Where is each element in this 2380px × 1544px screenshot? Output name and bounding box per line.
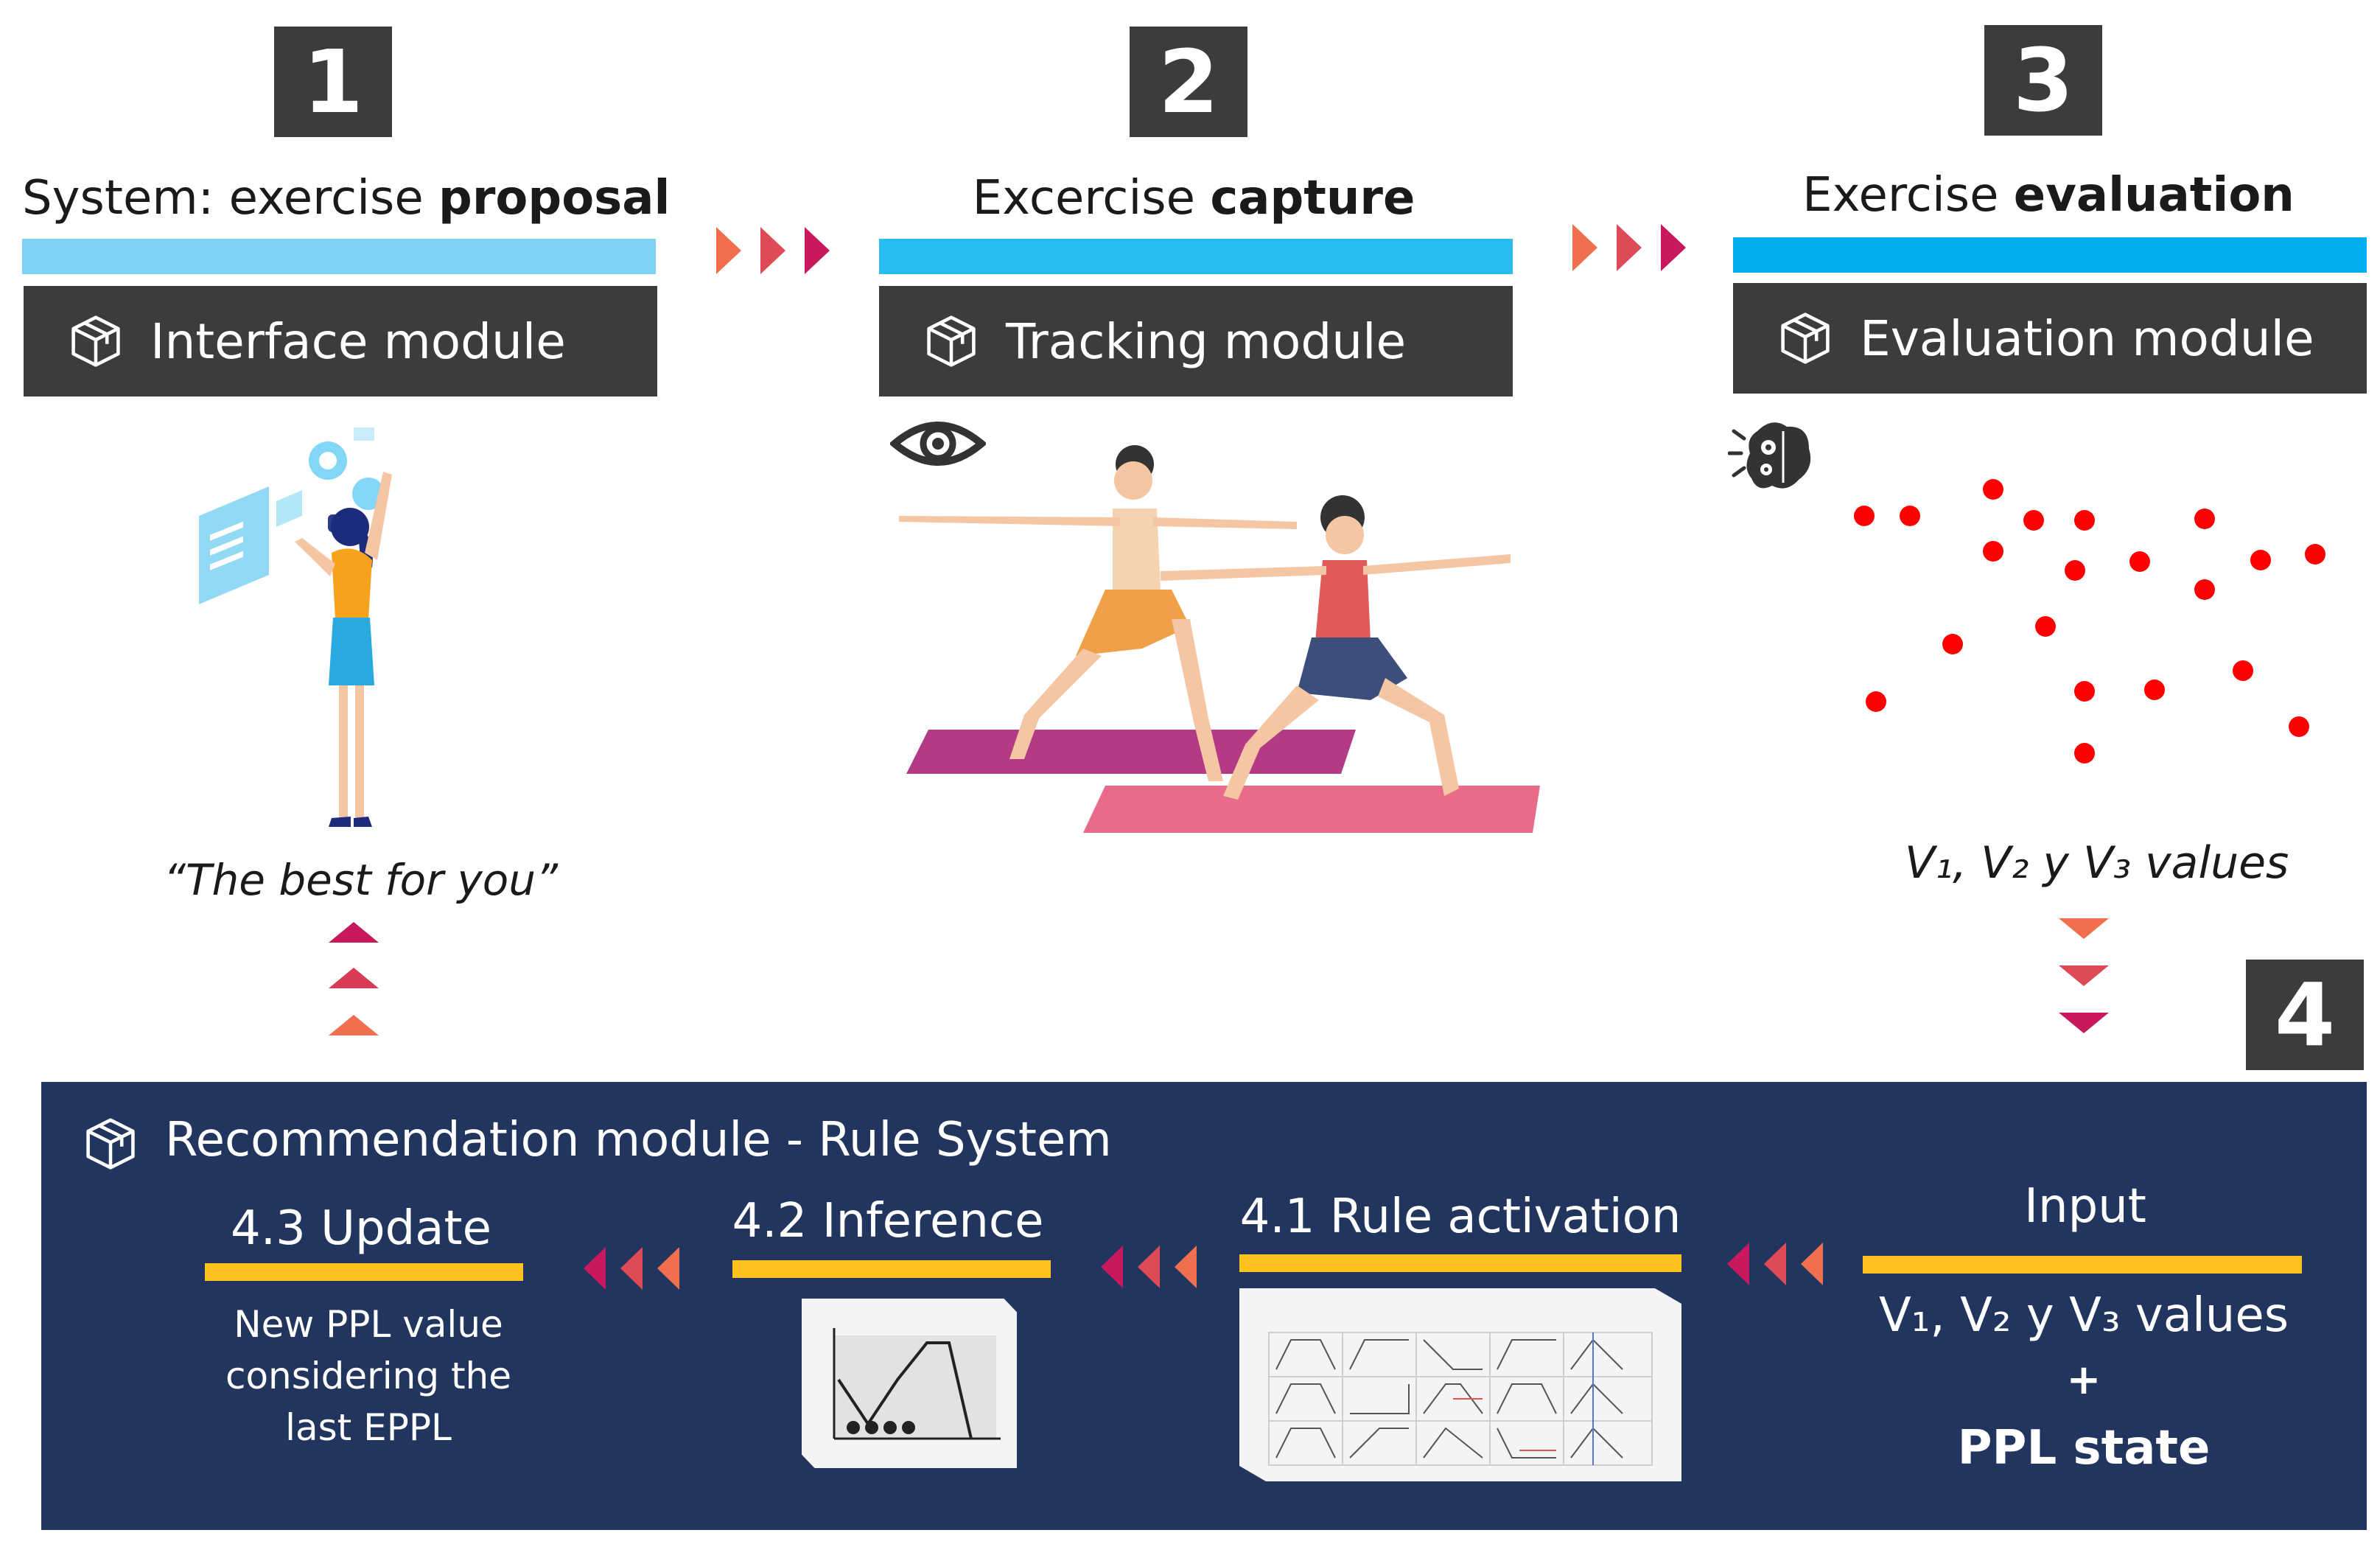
chevron-right-icon bbox=[805, 227, 830, 274]
chevron-up-icon bbox=[329, 1015, 379, 1035]
chevrons-activation-to-inference bbox=[1101, 1246, 1197, 1288]
chevron-left-icon bbox=[1727, 1243, 1749, 1285]
chevron-right-icon bbox=[1617, 224, 1642, 271]
stage-1-bar bbox=[22, 239, 656, 274]
step-input-bar bbox=[1863, 1256, 2302, 1274]
point bbox=[1900, 506, 1920, 526]
eye-icon bbox=[890, 422, 986, 466]
point bbox=[2074, 743, 2095, 764]
cube-icon bbox=[927, 315, 976, 367]
stage-1-title: System: exercise proposal bbox=[22, 171, 671, 226]
cube-icon bbox=[1781, 312, 1830, 364]
step-inference-title: 4.2 Inference bbox=[732, 1194, 1044, 1248]
input-values-line: V₁, V₂ y V₃ values bbox=[1878, 1288, 2289, 1343]
point bbox=[2250, 550, 2271, 570]
chevrons-stage1-to-2 bbox=[716, 227, 830, 274]
step-update-bar bbox=[205, 1263, 523, 1281]
point bbox=[1866, 691, 1886, 712]
chevron-down-icon bbox=[2059, 1013, 2109, 1033]
point bbox=[2035, 616, 2056, 637]
down-chevrons bbox=[2059, 918, 2109, 1033]
step-input-title: Input bbox=[2024, 1179, 2146, 1234]
input-plus: + bbox=[2066, 1356, 2101, 1404]
vr-user-illustration bbox=[199, 427, 392, 827]
point bbox=[1983, 479, 2003, 500]
tracking-module-label: Tracking module bbox=[1006, 312, 1407, 370]
step-inference-bar bbox=[732, 1260, 1051, 1278]
point bbox=[2023, 510, 2044, 531]
tracking-module-box: Tracking module bbox=[879, 286, 1513, 397]
point bbox=[2289, 716, 2309, 737]
brain-gears-icon bbox=[1728, 422, 1811, 489]
cube-icon bbox=[71, 315, 120, 367]
inference-chart-thumbnail bbox=[802, 1299, 1017, 1468]
chevrons-inference-to-update bbox=[584, 1247, 679, 1290]
chevron-left-icon bbox=[657, 1247, 679, 1290]
point bbox=[2129, 551, 2150, 572]
yoga-illustration bbox=[899, 445, 1540, 833]
rule-activation-thumbnail bbox=[1239, 1288, 1681, 1481]
chevron-up-icon bbox=[329, 968, 379, 988]
point bbox=[1854, 506, 1875, 526]
recommendation-module-title: Recommendation module - Rule System bbox=[165, 1113, 1112, 1167]
evaluation-values-label: V₁, V₂ y V₃ values bbox=[1905, 837, 2289, 889]
point bbox=[2305, 544, 2325, 565]
cube-icon bbox=[86, 1118, 135, 1170]
chevron-up-icon bbox=[329, 922, 379, 943]
step-rule-activation-bar bbox=[1239, 1254, 1681, 1272]
stage-2-number: 2 bbox=[1130, 27, 1247, 137]
chevron-right-icon bbox=[1572, 224, 1597, 271]
stage-4-number: 4 bbox=[2246, 960, 2364, 1070]
chevrons-input-to-activation bbox=[1727, 1243, 1823, 1285]
chevron-right-icon bbox=[716, 227, 741, 274]
point bbox=[1983, 541, 2003, 562]
point bbox=[2144, 680, 2165, 700]
chevron-down-icon bbox=[2059, 965, 2109, 986]
step-update-title: 4.3 Update bbox=[231, 1201, 491, 1256]
interface-module-label: Interface module bbox=[150, 312, 566, 370]
stage-3-title: Exercise evaluation bbox=[1802, 168, 2295, 223]
chevron-left-icon bbox=[1175, 1246, 1197, 1288]
chevron-left-icon bbox=[1138, 1246, 1160, 1288]
step-rule-activation-title: 4.1 Rule activation bbox=[1239, 1190, 1681, 1244]
chevrons-stage2-to-3 bbox=[1572, 224, 1686, 271]
chevron-left-icon bbox=[584, 1247, 606, 1290]
point bbox=[2065, 560, 2085, 581]
stage-1-number: 1 bbox=[274, 27, 392, 137]
up-chevrons bbox=[329, 922, 379, 1035]
recommendation-panel bbox=[41, 1082, 2367, 1530]
chevron-left-icon bbox=[1764, 1243, 1786, 1285]
evaluation-module-box: Evaluation module bbox=[1733, 283, 2367, 394]
interface-module-box: Interface module bbox=[24, 286, 657, 397]
chevron-left-icon bbox=[1801, 1243, 1823, 1285]
chevron-left-icon bbox=[1101, 1246, 1123, 1288]
stage-3-number: 3 bbox=[1984, 25, 2102, 136]
chevron-left-icon bbox=[620, 1247, 643, 1290]
point bbox=[2194, 509, 2215, 529]
evaluation-module-label: Evaluation module bbox=[1860, 310, 2314, 367]
proposal-quote: “The best for you” bbox=[164, 855, 559, 905]
point bbox=[2074, 510, 2095, 531]
point bbox=[1942, 634, 1963, 654]
input-ppl-state: PPL state bbox=[1957, 1421, 2211, 1475]
point bbox=[2074, 681, 2095, 702]
step-update-description: New PPL value considering the last EPPL bbox=[225, 1303, 512, 1449]
chevron-right-icon bbox=[1661, 224, 1686, 271]
stage-2-bar bbox=[879, 239, 1513, 274]
stage-2-title: Excercise capture bbox=[972, 171, 1415, 226]
chevron-right-icon bbox=[760, 227, 785, 274]
point bbox=[2194, 579, 2215, 600]
point bbox=[2233, 660, 2253, 681]
chevron-down-icon bbox=[2059, 918, 2109, 939]
stage-3-bar bbox=[1733, 237, 2367, 273]
